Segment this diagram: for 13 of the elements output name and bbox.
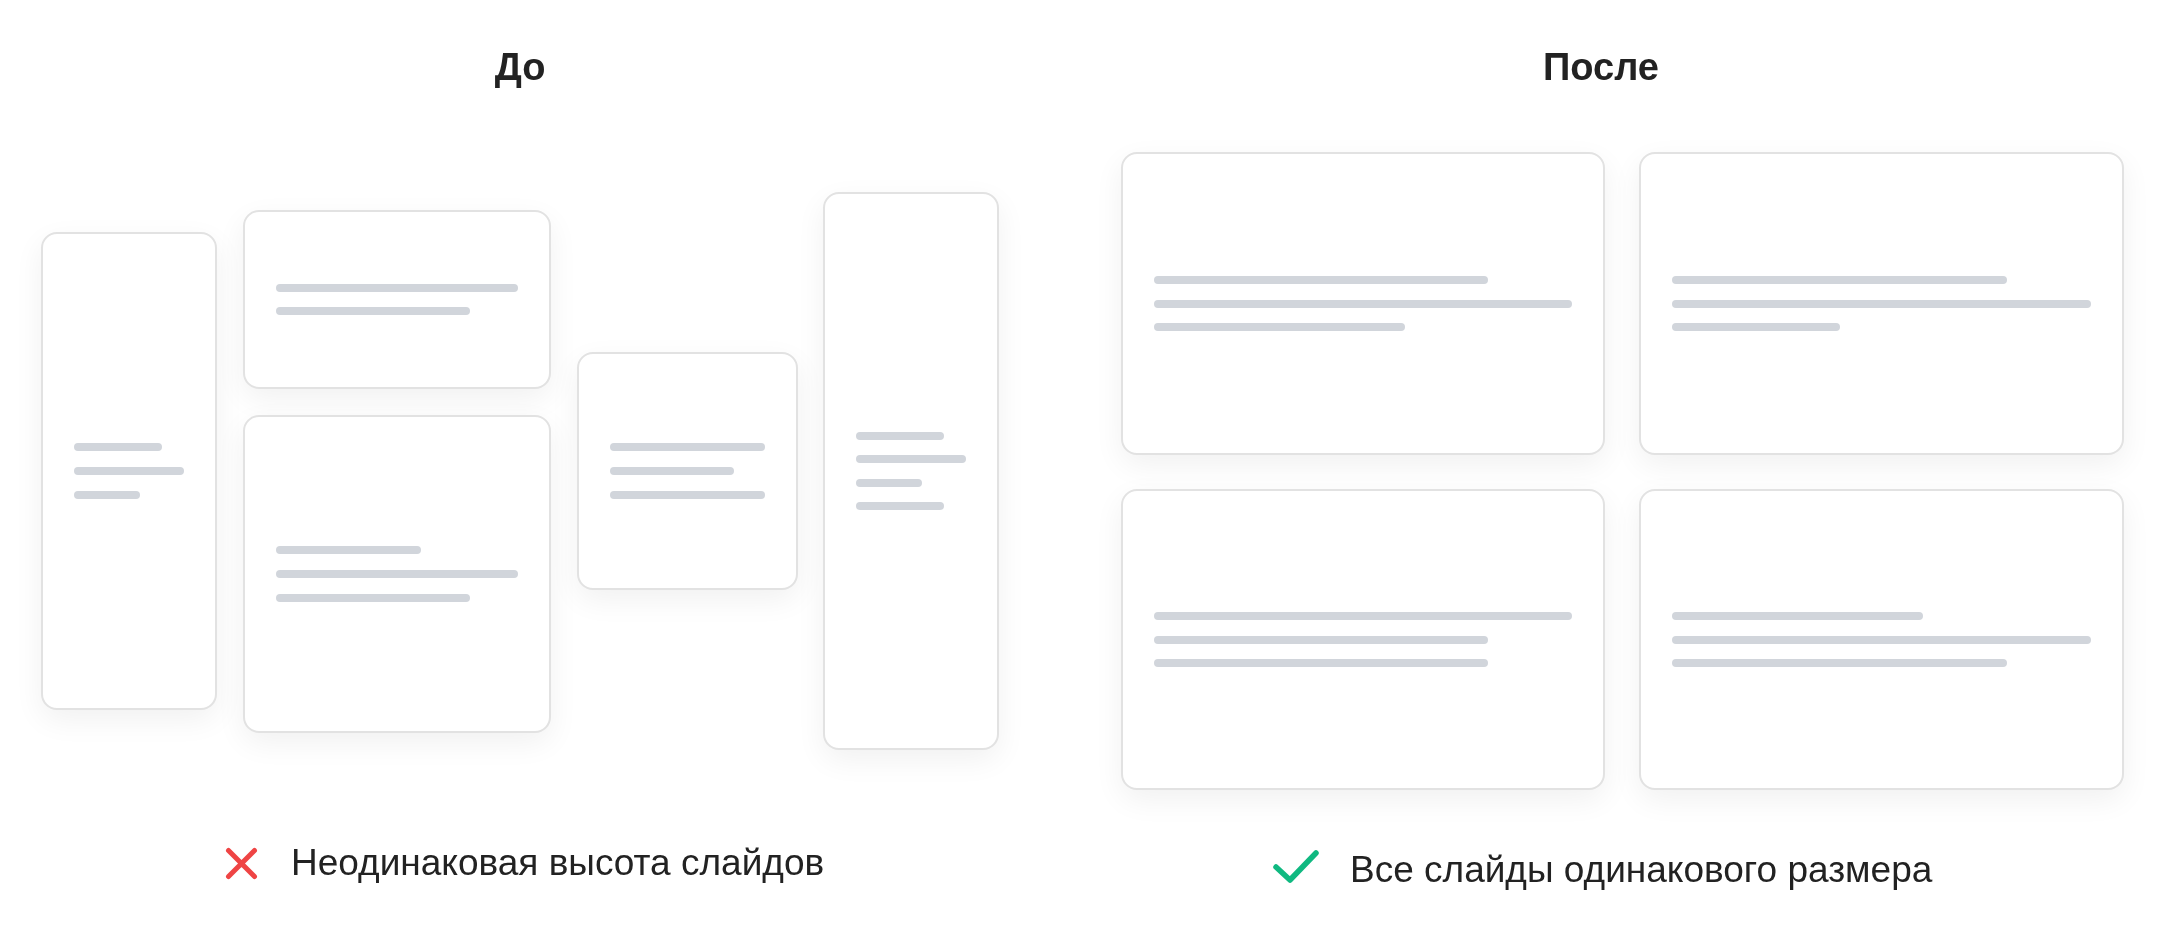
slide-card: [243, 210, 551, 389]
section-heading: После: [1543, 46, 1659, 90]
slide-card: [1639, 489, 2124, 790]
caption: Все слайды одинакового размера: [1350, 848, 1933, 892]
slide-card: [1121, 489, 1605, 790]
section-heading: До: [494, 46, 546, 90]
slide-card: [41, 232, 217, 710]
caption: Неодинаковая высота слайдов: [291, 841, 825, 885]
slide-card: [823, 192, 999, 750]
slide-card: [577, 352, 798, 590]
slide-card: [243, 415, 551, 733]
slide-card: [1639, 152, 2124, 455]
slide-card: [1121, 152, 1605, 455]
